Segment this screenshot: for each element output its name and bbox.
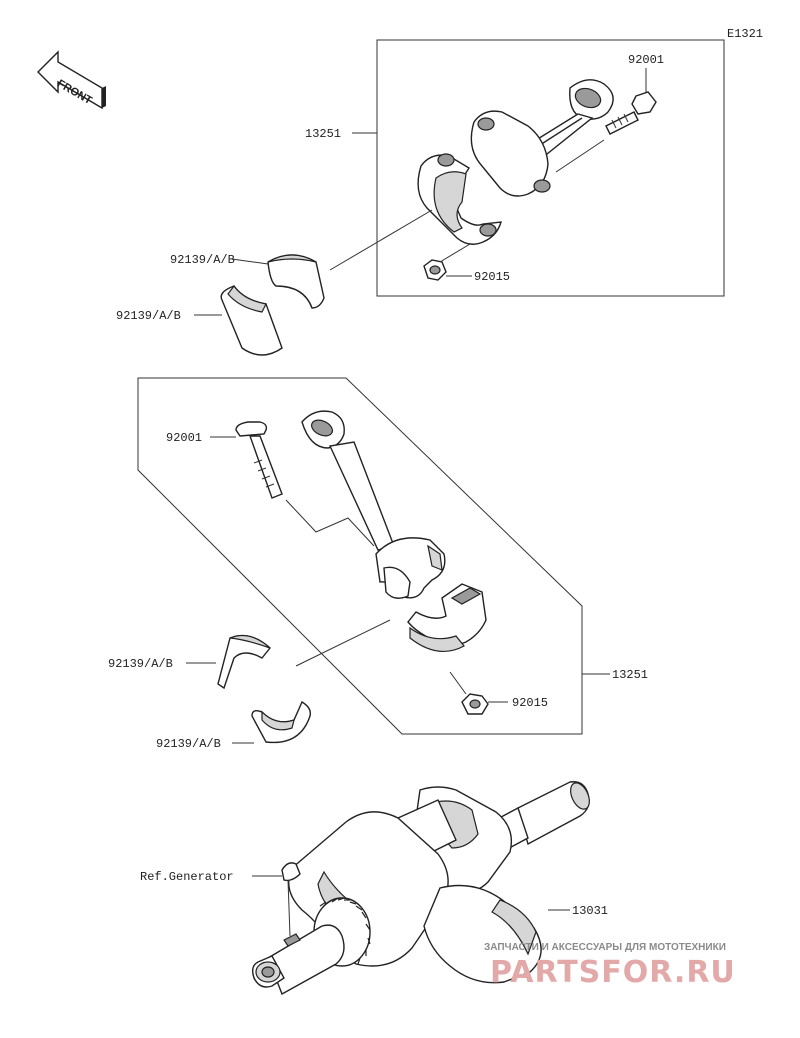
bearing-shell-upper-2 — [220, 284, 283, 356]
bearing-shell-upper-1 — [267, 254, 325, 309]
woodruff-key — [281, 862, 301, 882]
label-13251-upper: 13251 — [305, 127, 341, 141]
lower-group-frame — [137, 377, 583, 735]
nut-92015-upper — [423, 259, 447, 281]
diagram-code: E1321 — [727, 27, 763, 41]
label-92001-upper: 92001 — [628, 53, 664, 67]
connecting-rod-lower — [301, 410, 446, 599]
bearing-shell-lower-2 — [251, 700, 312, 744]
label-ref-generator: Ref.Generator — [140, 870, 234, 884]
bolt-92001-upper — [605, 91, 657, 135]
upper-group-frame — [376, 39, 725, 297]
label-92139-lower-1: 92139/A/B — [108, 657, 173, 671]
label-92015-lower: 92015 — [512, 696, 548, 710]
label-92001-lower: 92001 — [166, 431, 202, 445]
label-13251-lower: 13251 — [612, 668, 648, 682]
label-92139-upper-2: 92139/A/B — [116, 309, 181, 323]
crankshaft-13031 — [251, 781, 590, 996]
bolt-92001-lower — [235, 421, 283, 499]
connecting-rod-upper — [417, 79, 614, 245]
front-arrow-icon: FRONT — [37, 50, 106, 110]
label-92139-upper-1: 92139/A/B — [170, 253, 235, 267]
watermark-brand: PARTSFOR.RU — [490, 955, 736, 990]
nut-92015-lower — [461, 693, 489, 715]
watermark-subtitle: ЗАПЧАСТИ И АКСЕССУАРЫ ДЛЯ МОТОТЕХНИКИ — [484, 942, 726, 953]
label-13031: 13031 — [572, 904, 608, 918]
bearing-shell-lower-1 — [217, 634, 271, 690]
label-92015-upper: 92015 — [474, 270, 510, 284]
rod-cap-lower — [407, 583, 487, 653]
label-92139-lower-2: 92139/A/B — [156, 737, 221, 751]
